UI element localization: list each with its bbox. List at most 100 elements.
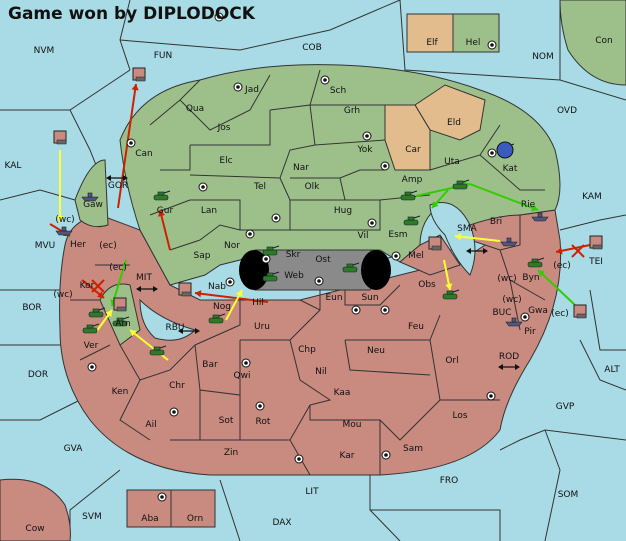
region-label[interactable]: Elc bbox=[219, 156, 232, 166]
region-label[interactable]: GVP bbox=[556, 402, 575, 412]
region-label[interactable]: Kat bbox=[503, 164, 518, 174]
region-label[interactable]: Elf bbox=[426, 38, 438, 48]
region-label[interactable]: Con bbox=[595, 36, 613, 46]
region-label[interactable]: Ver bbox=[84, 341, 99, 351]
army-unit[interactable] bbox=[527, 257, 545, 268]
region-label[interactable]: Sam bbox=[403, 444, 423, 454]
region-label[interactable]: Sot bbox=[219, 416, 234, 426]
fleet-unit[interactable] bbox=[531, 212, 549, 222]
region-label[interactable]: Kaa bbox=[334, 388, 351, 398]
region-label[interactable]: KAM bbox=[582, 192, 602, 202]
region-label[interactable]: Qwi bbox=[234, 371, 251, 381]
region-label[interactable]: Zin bbox=[224, 448, 238, 458]
dislodged-unit[interactable] bbox=[178, 282, 192, 297]
fleet-unit[interactable] bbox=[55, 226, 73, 236]
region-label[interactable]: ROD bbox=[499, 352, 519, 362]
army-unit[interactable] bbox=[262, 245, 280, 256]
dislodged-unit[interactable] bbox=[428, 236, 442, 251]
region-label[interactable]: Hug bbox=[334, 206, 352, 216]
region-label[interactable]: Obs bbox=[418, 280, 436, 290]
army-unit[interactable] bbox=[262, 271, 280, 282]
region-label[interactable]: Sap bbox=[194, 251, 211, 261]
region-label[interactable]: Car bbox=[405, 145, 421, 155]
region-label[interactable]: OVD bbox=[557, 106, 577, 116]
region-label[interactable]: Jad bbox=[244, 85, 259, 95]
region-label[interactable]: Nor bbox=[224, 241, 240, 251]
army-unit[interactable] bbox=[88, 307, 106, 318]
region-label[interactable]: Sch bbox=[330, 86, 346, 96]
army-unit[interactable] bbox=[400, 190, 418, 201]
region-label[interactable]: Chp bbox=[298, 345, 316, 355]
dislodged-unit[interactable] bbox=[573, 304, 587, 319]
dislodged-unit[interactable] bbox=[113, 297, 127, 312]
army-unit[interactable] bbox=[153, 190, 171, 201]
region-label[interactable]: DOR bbox=[28, 370, 48, 380]
region-label[interactable]: Jos bbox=[217, 123, 231, 133]
region-label[interactable]: COB bbox=[302, 43, 322, 53]
region-label[interactable]: Gwa bbox=[528, 306, 548, 316]
region-label[interactable]: NVM bbox=[34, 46, 55, 56]
region-label[interactable]: SVM bbox=[82, 512, 102, 522]
region-label[interactable]: Can bbox=[135, 149, 153, 159]
region-label[interactable]: FUN bbox=[154, 51, 173, 61]
region-label[interactable]: KAL bbox=[5, 161, 22, 171]
region-label[interactable]: Lan bbox=[201, 206, 217, 216]
region-label[interactable]: Byn bbox=[522, 273, 539, 283]
region-label[interactable]: Uru bbox=[254, 322, 270, 332]
army-unit[interactable] bbox=[342, 262, 360, 273]
region-label[interactable]: Hel bbox=[466, 38, 481, 48]
region-label[interactable]: Grh bbox=[344, 106, 360, 116]
army-unit[interactable] bbox=[403, 215, 421, 226]
region-label[interactable]: Nog bbox=[213, 302, 231, 312]
dislodged-unit[interactable] bbox=[132, 67, 146, 82]
army-unit[interactable] bbox=[208, 313, 226, 324]
region-label[interactable]: ALT bbox=[604, 365, 620, 375]
region-label[interactable]: Neu bbox=[367, 346, 385, 356]
region-label[interactable]: FRO bbox=[440, 476, 459, 486]
region-label[interactable]: Amp bbox=[402, 175, 423, 185]
region-label[interactable]: Ken bbox=[112, 387, 129, 397]
region-label[interactable]: Nar bbox=[293, 163, 309, 173]
region-label[interactable]: Vil bbox=[358, 231, 369, 241]
region-label[interactable]: GOR bbox=[108, 181, 128, 191]
region-label[interactable]: Aba bbox=[141, 514, 158, 524]
region-label[interactable]: Uta bbox=[444, 157, 460, 167]
region-label[interactable]: GVA bbox=[64, 444, 84, 454]
region-label[interactable]: Skr bbox=[286, 250, 301, 260]
region-label[interactable]: Bri bbox=[490, 217, 502, 227]
region-label[interactable]: Ail bbox=[145, 420, 156, 430]
region-label[interactable]: Orn bbox=[187, 514, 203, 524]
region-label[interactable]: Mel bbox=[408, 251, 424, 261]
region-label[interactable]: RBU bbox=[165, 323, 184, 333]
region-label[interactable]: SOM bbox=[558, 490, 579, 500]
region-label[interactable]: Rie bbox=[521, 200, 536, 210]
region-label[interactable]: Kar bbox=[340, 451, 355, 461]
region-label[interactable]: SMA bbox=[457, 224, 477, 234]
fleet-unit[interactable] bbox=[505, 317, 523, 327]
region-label[interactable]: BUC bbox=[492, 308, 511, 318]
region-label[interactable]: MIT bbox=[136, 273, 152, 283]
region-label[interactable]: Rot bbox=[256, 417, 271, 427]
region-label[interactable]: Bar bbox=[202, 360, 218, 370]
region-label[interactable]: Ost bbox=[315, 255, 331, 265]
fleet-unit[interactable] bbox=[81, 192, 99, 202]
army-unit[interactable] bbox=[442, 289, 460, 300]
region-label[interactable]: Arn bbox=[115, 319, 130, 329]
region-label[interactable]: DAX bbox=[272, 518, 291, 528]
region-label[interactable]: Sun bbox=[361, 293, 378, 303]
army-unit[interactable] bbox=[452, 179, 470, 190]
dislodged-unit[interactable] bbox=[589, 235, 603, 250]
region-label[interactable]: Her bbox=[70, 240, 86, 250]
region-label[interactable]: Nil bbox=[315, 367, 327, 377]
region-label[interactable]: Mou bbox=[343, 420, 362, 430]
dislodged-unit[interactable] bbox=[53, 130, 67, 145]
region-label[interactable]: LIT bbox=[305, 487, 319, 497]
region-label[interactable]: Gaw bbox=[83, 200, 103, 210]
region-label[interactable]: Chr bbox=[169, 381, 185, 391]
region-label[interactable]: BOR bbox=[22, 303, 41, 313]
region-label[interactable]: Eld bbox=[447, 118, 461, 128]
army-unit[interactable] bbox=[82, 323, 100, 334]
region-label[interactable]: Esm bbox=[388, 230, 407, 240]
region-label[interactable]: Tel bbox=[253, 182, 266, 192]
region-label[interactable]: Orl bbox=[445, 356, 458, 366]
